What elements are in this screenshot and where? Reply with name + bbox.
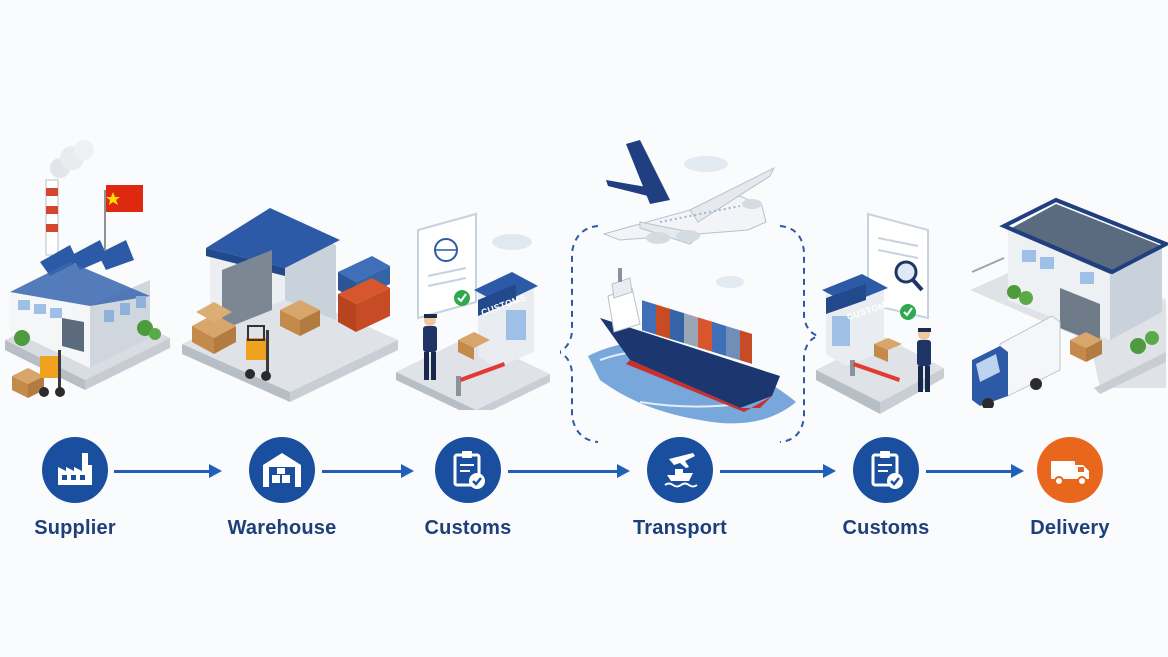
warehouse-illustration	[182, 208, 398, 402]
transport-illustration	[560, 140, 822, 443]
step-label-transport: Transport	[632, 517, 728, 539]
clipboard-check-icon	[435, 437, 501, 503]
customs-inspection-illustration: CUSTOMS	[812, 208, 947, 423]
delivery-hub-illustration	[970, 197, 1168, 408]
customs-checkpoint-illustration: CUSTOMS	[392, 210, 562, 410]
step-delivery: Delivery	[970, 437, 1168, 540]
factory-icon	[42, 437, 108, 503]
flow-arrow-1	[114, 464, 222, 478]
flow-arrow-3	[508, 464, 630, 478]
flow-arrow-2	[322, 464, 414, 478]
flow-arrow-5	[926, 464, 1024, 478]
clipboard-check-icon	[853, 437, 919, 503]
step-label-customs-import: Customs	[842, 517, 930, 539]
step-label-supplier: Supplier	[34, 517, 116, 539]
plane-ship-icon	[647, 437, 713, 503]
step-label-warehouse: Warehouse	[227, 517, 337, 539]
step-customs-import: Customs	[786, 437, 986, 540]
step-warehouse: Warehouse	[182, 437, 382, 540]
truck-icon	[1037, 437, 1103, 503]
flow-arrow-4	[720, 464, 836, 478]
factory-illustration	[5, 140, 170, 398]
step-transport: Transport	[580, 437, 780, 540]
warehouse-icon	[249, 437, 315, 503]
step-label-delivery: Delivery	[1030, 517, 1110, 539]
step-supplier: Supplier	[0, 437, 175, 540]
step-customs-export: Customs	[368, 437, 568, 540]
step-label-customs-export: Customs	[424, 517, 512, 539]
